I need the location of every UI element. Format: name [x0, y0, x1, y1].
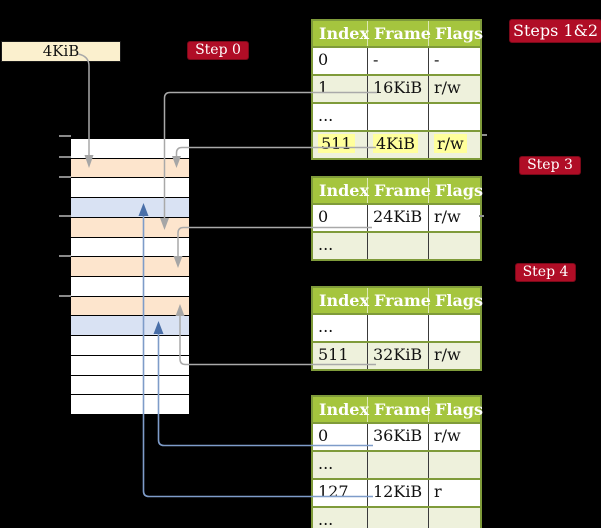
table-header-row: Index Frame Flags: [313, 178, 483, 203]
column-header: Flags: [435, 400, 483, 419]
page-table-step-4: Index Frame Flags ... 511 32KiB r/w: [311, 286, 483, 371]
highlighted-value: 4KiB: [373, 134, 419, 153]
column-header: Frame: [368, 21, 431, 46]
column-header: Flags: [435, 291, 483, 310]
boundary-tick: [59, 255, 71, 257]
memory-frame-row: [71, 335, 189, 355]
table-row: ...: [313, 102, 480, 130]
memory-frame-row: [71, 394, 189, 415]
table-row: 0 - -: [313, 46, 480, 74]
boundary-tick: [59, 176, 71, 178]
boundary-tick: [59, 295, 71, 297]
memory-frame-row: [71, 216, 189, 237]
highlighted-value: 511: [318, 134, 355, 153]
table-header-row: Index Frame Flags: [313, 21, 483, 46]
boundary-tick: [59, 156, 71, 158]
memory-frame-row: [71, 315, 189, 336]
memory-frame-row: [71, 177, 189, 198]
memory-frame-row: [71, 139, 189, 158]
table-row: 0 24KiB r/w: [313, 203, 480, 231]
column-header: Index: [313, 21, 369, 46]
memory-frame-row: [71, 256, 189, 277]
table-row: 0 36KiB r/w: [313, 422, 480, 450]
table-row: ...: [313, 450, 480, 478]
table-row: 1 16KiB r/w: [313, 74, 480, 102]
page-table-steps-1-2: Index Frame Flags 0 - - 1 16KiB r/w ... …: [311, 19, 483, 160]
column-header: Frame: [368, 397, 431, 422]
memory-frame-row: [71, 236, 189, 257]
table-row: ...: [313, 506, 480, 528]
table-header-row: Index Frame Flags: [313, 397, 483, 422]
page-table-step-3: Index Frame Flags 0 24KiB r/w ...: [311, 176, 483, 261]
boundary-tick: [59, 215, 71, 217]
column-header: Index: [313, 178, 369, 203]
column-header: Frame: [368, 178, 431, 203]
column-header: Index: [313, 288, 369, 313]
highlighted-value: r/w: [434, 134, 467, 153]
badge-step-4: Step 4: [516, 264, 575, 281]
table-header-row: Index Frame Flags: [313, 288, 483, 313]
table-row: ...: [313, 231, 480, 259]
table-row-highlighted: 511 4KiB r/w: [313, 130, 480, 158]
badge-step-3: Step 3: [520, 157, 580, 174]
badge-step-0: Step 0: [188, 42, 248, 59]
table-row: 127 12KiB r: [313, 478, 480, 506]
column-header: Frame: [368, 288, 431, 313]
memory-frame-row: [71, 374, 189, 395]
column-header: Flags: [435, 181, 483, 200]
table-row: ...: [313, 313, 480, 341]
memory-frame-row: [71, 157, 189, 178]
memory-column: [70, 138, 190, 415]
memory-frame-row: [71, 295, 189, 316]
memory-frame-row: [71, 276, 189, 296]
memory-frame-row: [71, 354, 189, 375]
badge-steps-1-2: Steps 1&2: [510, 20, 601, 42]
column-header: Flags: [435, 24, 483, 43]
column-header: Index: [313, 397, 369, 422]
memory-frame-row: [71, 197, 189, 217]
page-table-leaf: Index Frame Flags 0 36KiB r/w ... 127 12…: [311, 395, 483, 528]
frame-size-label-box: 4KiB: [1, 41, 121, 62]
table-row: 511 32KiB r/w: [313, 341, 480, 369]
boundary-tick: [59, 135, 71, 137]
